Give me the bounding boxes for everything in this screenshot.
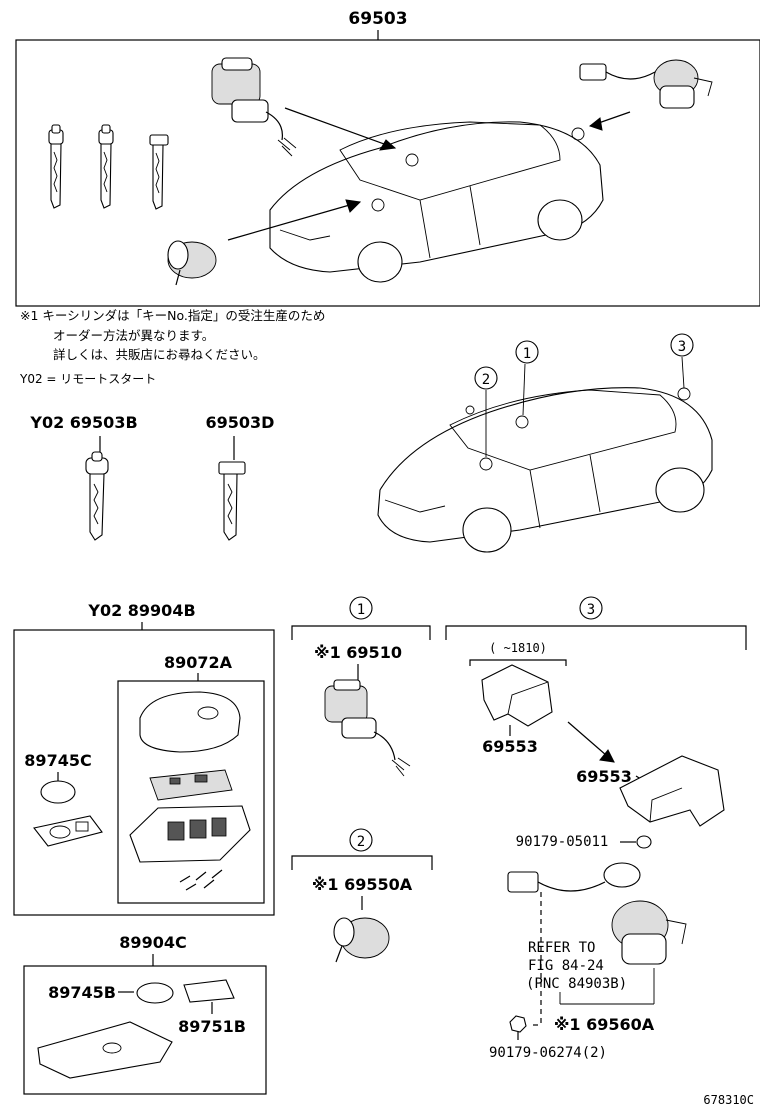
svg-text:1: 1 [523, 346, 531, 362]
nut-label: 90179-06274(2) [489, 1045, 607, 1061]
key-blade-icon [149, 134, 169, 210]
refer-line-2: FIG 84-24 [528, 958, 604, 974]
small-parts-icon [179, 869, 223, 891]
door-cylinder-label: ※1 69550A [312, 875, 413, 894]
location-marker-3: 3 [670, 333, 694, 389]
insulator-sheet-icon [183, 979, 235, 1003]
gasket-icon [33, 815, 103, 847]
trunk-cylinder-label: ※1 69560A [554, 1015, 655, 1034]
nut-icon [509, 1015, 527, 1033]
ignition-cylinder-icon [324, 679, 411, 777]
top-assembly-label: 69503 [348, 9, 407, 29]
case-frame [117, 680, 265, 904]
key-blade-icon [218, 461, 246, 541]
door-cylinder-icon [167, 240, 217, 286]
section-3-marker: 3 [579, 596, 603, 620]
note-line-1: ※1 キーシリンダは「キーNo.指定」の受注生産のため [20, 308, 325, 323]
pointer-arrow-icon [284, 107, 397, 151]
cylinder-cover-icon [619, 755, 725, 827]
cover-label-b: 69553 [576, 767, 632, 786]
section-2-marker: 2 [349, 828, 373, 852]
refer-line-3: (PNC 84903B) [526, 976, 627, 992]
location-marker-2: 2 [474, 366, 498, 457]
trunk-cylinder-icon [579, 59, 713, 109]
screw-icon [636, 835, 652, 849]
key-fob-cover-icon [139, 691, 241, 753]
coin-battery-icon [40, 780, 76, 804]
smart-key-label: Y02 89904B [87, 601, 195, 620]
note-line-4: Y02 = リモートスタート [19, 372, 156, 386]
screw-label: 90179-05011 [516, 834, 609, 850]
trunk-cylinder-icon [507, 862, 687, 965]
note-line-2: オーダー方法が異なります。 [53, 328, 214, 343]
key-blade-icon [48, 124, 64, 209]
location-marker-1: 1 [515, 340, 539, 416]
battery-label-c: 89745C [24, 751, 91, 770]
top-assembly-frame [15, 39, 760, 307]
car-illustration [269, 121, 604, 283]
key-label-y02: Y02 69503B [29, 413, 137, 432]
key-label-69503d: 69503D [206, 413, 275, 432]
note-line-3: 詳しくは、共販店にお尋ねください。 [53, 347, 266, 362]
svg-text:2: 2 [357, 834, 365, 850]
section-1-marker: 1 [349, 596, 373, 620]
pointer-arrow-icon [588, 111, 631, 131]
key-fob-base-icon [129, 805, 251, 863]
pointer-arrow-icon [567, 721, 615, 763]
car-illustration [377, 387, 713, 553]
svg-text:3: 3 [678, 339, 686, 355]
sheet-label: 89751B [178, 1017, 246, 1036]
key-blade-icon [85, 451, 109, 541]
pointer-arrow-icon [227, 199, 362, 241]
cover-label-a: 69553 [482, 737, 538, 756]
svg-text:3: 3 [587, 602, 595, 618]
card-key-frame [23, 965, 267, 1095]
ignition-cylinder-label: ※1 69510 [314, 643, 402, 662]
case-label: 89072A [164, 653, 233, 672]
card-key-icon [37, 1021, 173, 1079]
ignition-cylinder-icon [211, 57, 297, 157]
svg-text:2: 2 [482, 372, 490, 388]
figure-code: 678310C [703, 1093, 754, 1107]
smart-key-frame [13, 629, 275, 916]
battery-label-b: 89745B [48, 983, 116, 1002]
coin-battery-icon [136, 982, 174, 1004]
circuit-board-icon [149, 769, 233, 801]
svg-text:1: 1 [357, 602, 365, 618]
door-cylinder-icon [333, 917, 390, 963]
production-range-label: ( ~1810) [489, 641, 547, 655]
card-key-label: 89904C [119, 933, 186, 952]
refer-line-1: REFER TO [528, 940, 595, 956]
key-blade-icon [98, 124, 114, 209]
cylinder-cover-icon [481, 664, 553, 727]
